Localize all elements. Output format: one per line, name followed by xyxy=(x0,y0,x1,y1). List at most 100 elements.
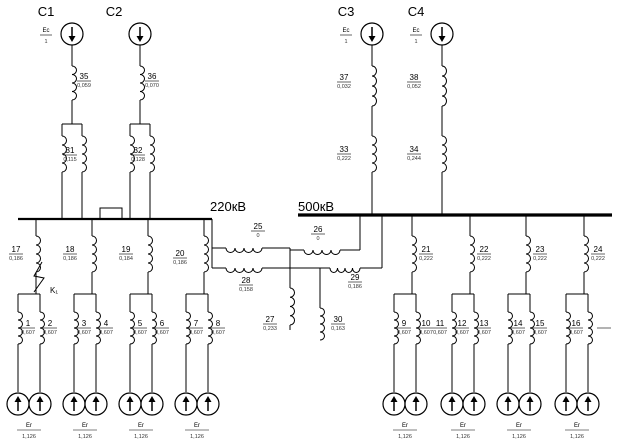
reactance-number-18: 18 xyxy=(66,245,75,254)
arrow-head xyxy=(470,396,478,402)
inductor-37 xyxy=(371,65,377,107)
reactance-value-38: 0,052 xyxy=(407,84,421,90)
arrow-head xyxy=(36,396,44,402)
system-emf-C3: Ec xyxy=(342,28,349,34)
reactance-value-23: 0,222 xyxy=(533,256,547,262)
reactance-number-31: 31 xyxy=(66,146,75,155)
reactance-value-30: 0,163 xyxy=(331,326,345,332)
reactance-value-13: 0,607 xyxy=(477,330,491,336)
reactance-number-36: 36 xyxy=(148,72,157,81)
reactance-value-20: 0,186 xyxy=(173,260,187,266)
reactance-value-14: 0,607 xyxy=(511,330,525,336)
reactance-label-26: 260 xyxy=(311,225,325,242)
system-emf-sub-C4: 1 xyxy=(414,39,417,45)
system-emf-sub-C3: 1 xyxy=(344,39,347,45)
reactance-number-22: 22 xyxy=(480,245,489,254)
reactance-number-11: 11 xyxy=(436,319,445,328)
reactance-value-11: 0,607 xyxy=(433,330,447,336)
reactance-label-34: 340,244 xyxy=(407,145,421,162)
reactance-label-9: 90,607 xyxy=(397,319,411,336)
arrow-head xyxy=(182,396,190,402)
generator-source-g5-1 xyxy=(382,392,406,416)
generator-label-g6: Er xyxy=(460,423,466,429)
inductor-22 xyxy=(469,235,475,273)
bus-220-label: 220кВ xyxy=(210,199,246,214)
system-source-C4 xyxy=(430,22,454,46)
reactance-value-29: 0,186 xyxy=(348,284,362,290)
reactance-number-7: 7 xyxy=(194,319,199,328)
reactance-value-35: 0,059 xyxy=(77,83,91,89)
inductor-gen-5 xyxy=(129,311,135,345)
inductor-32-a xyxy=(129,135,135,173)
inductor-33 xyxy=(371,135,377,173)
system-label-C2: C2 xyxy=(106,4,123,19)
reactance-label-31: 310,115 xyxy=(63,146,77,163)
arrow-head xyxy=(390,396,398,402)
generator-label-g4: Er xyxy=(194,423,200,429)
reactance-value-5: 0,607 xyxy=(133,330,147,336)
reactance-value-8: 0,607 xyxy=(211,330,225,336)
fault-zigzag xyxy=(33,261,45,293)
reactance-value-15: 0,607 xyxy=(533,330,547,336)
reactance-label-35: 35 0,059 xyxy=(77,72,91,89)
reactance-label-7: 70,607 xyxy=(189,319,203,336)
reactance-number-33: 33 xyxy=(340,145,349,154)
system-source-C2 xyxy=(128,22,152,46)
bus-coupler xyxy=(99,207,123,218)
system-label-C4: C4 xyxy=(408,4,425,19)
generator-label-g5: Er xyxy=(402,423,408,429)
reactance-value-27: 0,233 xyxy=(263,326,277,332)
reactance-label-20: 200,186 xyxy=(173,249,187,266)
reactance-number-16: 16 xyxy=(572,319,581,328)
reactance-label-8: 8 0,607 xyxy=(211,319,225,336)
arrow-head xyxy=(148,396,156,402)
reactance-number-2: 2 xyxy=(48,319,53,328)
reactance-number-3: 3 xyxy=(82,319,87,328)
arrow-head xyxy=(504,396,512,402)
reactance-label-22: 220,222 xyxy=(477,245,491,262)
reactance-label-2: 20,607 xyxy=(43,319,57,336)
reactance-number-30: 30 xyxy=(334,315,343,324)
reactance-value-19: 0,184 xyxy=(119,256,133,262)
inductor-25 xyxy=(225,247,263,253)
reactance-label-28: 280,158 xyxy=(239,276,253,293)
inductor-gen-8 xyxy=(207,311,213,345)
reactance-value-17: 0,186 xyxy=(9,256,23,262)
reactance-value-21: 0,222 xyxy=(419,256,433,262)
generator-source-g6-2 xyxy=(462,392,486,416)
generator-source-g2-2 xyxy=(84,392,108,416)
reactance-number-1: 1 xyxy=(26,319,31,328)
reactance-number-5: 5 xyxy=(138,319,143,328)
generator-source-g3-2 xyxy=(140,392,164,416)
generator-value-g4: 1,126 xyxy=(190,434,204,440)
arrow-head xyxy=(562,396,570,402)
reactance-label-4: 40,607 xyxy=(99,319,113,336)
system-emf-C4: Ec xyxy=(412,28,419,34)
reactance-number-6: 6 xyxy=(160,319,165,328)
inductor-34 xyxy=(441,135,447,173)
reactance-number-35: 35 xyxy=(80,72,89,81)
generator-value-g2: 1,126 xyxy=(78,434,92,440)
inductor-gen-6 xyxy=(151,311,157,345)
arrow-head xyxy=(126,396,134,402)
reactance-label-24: 240,222 xyxy=(591,245,605,262)
inductor-31-b xyxy=(81,135,87,173)
inductor-17 xyxy=(35,235,41,273)
generator-value-g1: 1,126 xyxy=(22,434,36,440)
reactance-number-21: 21 xyxy=(422,245,431,254)
inductor-30 xyxy=(319,307,325,341)
reactance-number-28: 28 xyxy=(242,276,251,285)
system-label-C1: C1 xyxy=(38,4,55,19)
reactance-label-13: 130,607 xyxy=(477,319,491,336)
reactance-number-8: 8 xyxy=(216,319,221,328)
inductor-gen-14 xyxy=(507,311,513,345)
inductor-gen-7 xyxy=(185,311,191,345)
generator-source-g4-1 xyxy=(174,392,198,416)
arrow-head xyxy=(438,36,446,42)
inductor-gen-4 xyxy=(95,311,101,345)
generator-source-g8-2 xyxy=(576,392,600,416)
inductor-gen-10 xyxy=(415,311,421,345)
reactance-number-24: 24 xyxy=(594,245,603,254)
inductor-23 xyxy=(525,235,531,273)
